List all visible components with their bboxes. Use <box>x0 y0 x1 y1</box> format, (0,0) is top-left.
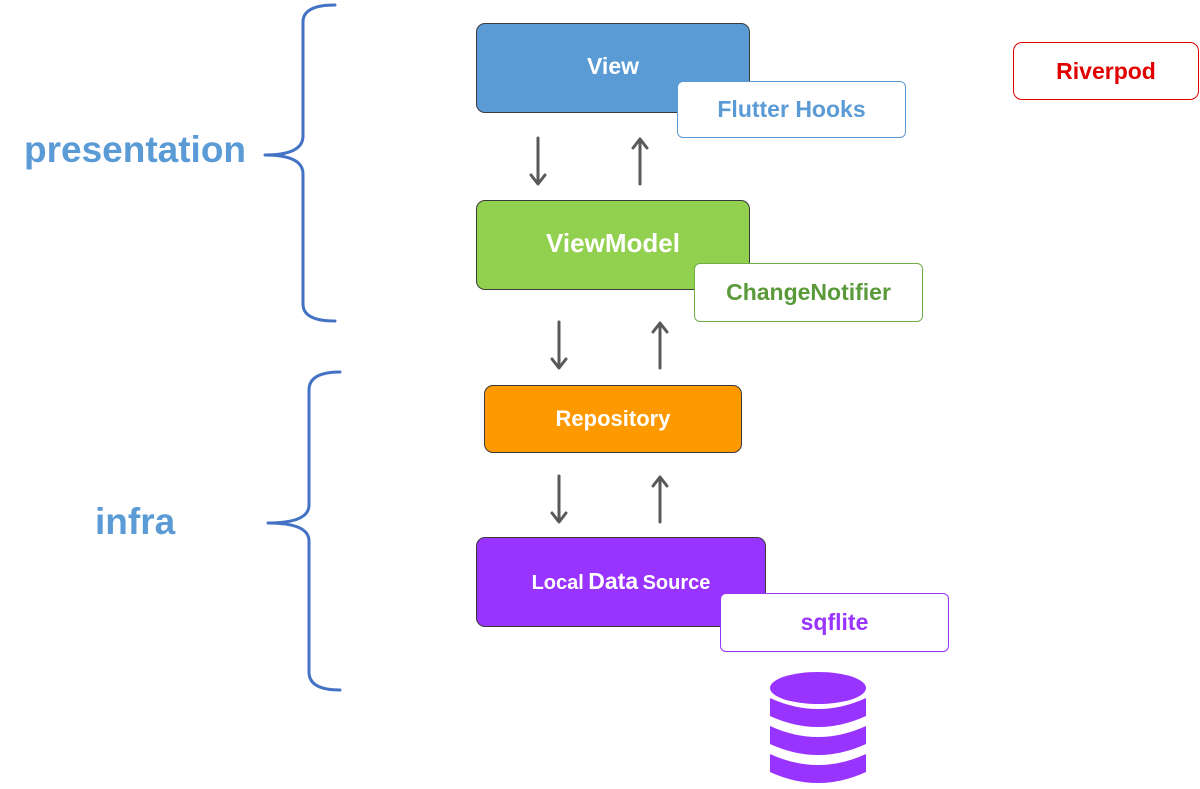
arrow-up-icon <box>651 321 669 370</box>
arrow-down-icon <box>550 320 568 370</box>
infra-layer-label: infra <box>95 501 176 542</box>
arrow-up-icon <box>631 137 649 186</box>
riverpod-tag: Riverpod <box>1013 42 1199 100</box>
local-data-source-box: Local Data Source <box>476 537 766 627</box>
database-icon <box>770 672 866 783</box>
repository-label: Repository <box>555 406 671 431</box>
sqflite-label: sqflite <box>800 609 869 635</box>
data-source-word-source: Source <box>642 571 711 594</box>
change-notifier-label: ChangeNotifier <box>726 279 891 305</box>
riverpod-label: Riverpod <box>1056 57 1156 84</box>
flutter-hooks-tag: Flutter Hooks <box>677 81 906 138</box>
view-label: View <box>587 53 639 79</box>
change-notifier-tag: ChangeNotifier <box>694 263 923 322</box>
data-source-word-data: Data <box>588 567 639 594</box>
arrow-down-icon <box>550 474 568 524</box>
arrow-up-icon <box>651 475 669 524</box>
data-source-word-local: Local <box>531 571 584 594</box>
presentation-curly-brace-icon <box>263 3 337 323</box>
flutter-hooks-label: Flutter Hooks <box>717 96 866 122</box>
infra-curly-brace-icon <box>266 370 342 692</box>
local-data-source-label: Local Data Source <box>532 568 711 595</box>
viewmodel-label: ViewModel <box>546 227 680 258</box>
sqflite-tag: sqflite <box>720 593 949 652</box>
presentation-layer-label: presentation <box>24 129 247 170</box>
arrow-down-icon <box>529 136 547 186</box>
repository-box: Repository <box>484 385 742 453</box>
